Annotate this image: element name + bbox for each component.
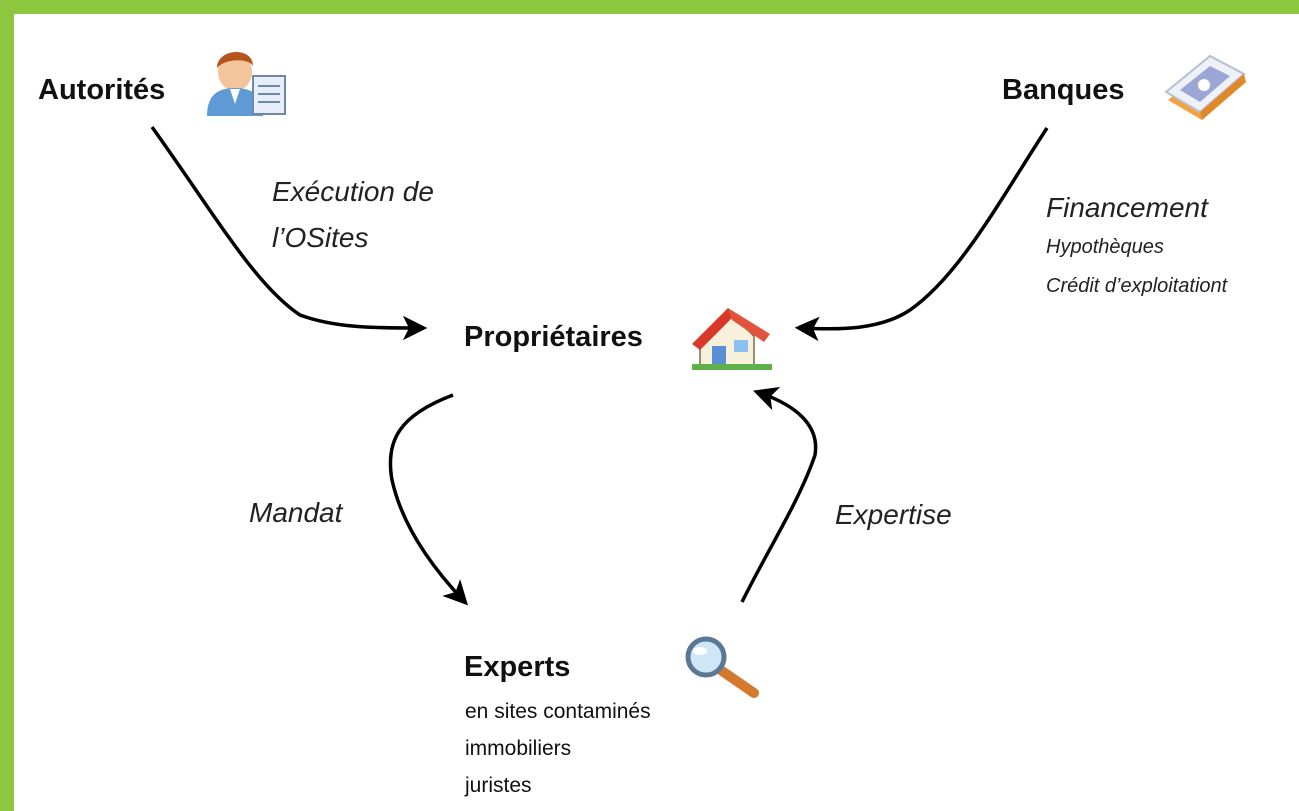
edge-label-financement: Financement: [1046, 192, 1208, 223]
financement-detail-2: Crédit d’exploitationt: [1046, 275, 1228, 297]
magnifying-glass-icon: [685, 636, 759, 698]
experts-detail-1: en sites contaminés: [465, 700, 651, 723]
arrow-experts-to-proprietaires: [740, 386, 818, 603]
financement-detail-1: Hypothèques: [1046, 236, 1164, 258]
experts-detail-2: immobiliers: [465, 737, 572, 760]
arrow-proprietaires-to-experts: [388, 393, 469, 606]
edge-label-execution-line-2: l’OSites: [272, 222, 369, 253]
diagram-canvas: [14, 14, 1299, 811]
experts-detail-3: juristes: [465, 774, 532, 797]
arrow-autorites-to-proprietaires: [150, 125, 428, 341]
arrow-banques-to-proprietaires: [794, 127, 1049, 342]
edge-label-expertise: Expertise: [835, 499, 952, 530]
banknote-bundle-icon: [1164, 54, 1246, 120]
node-banques-label: Banques: [1002, 74, 1125, 106]
officer-with-document-icon: [207, 51, 286, 116]
node-proprietaires-label: Propriétaires: [464, 321, 643, 353]
house-icon: [692, 308, 772, 370]
node-autorites-label: Autorités: [38, 74, 166, 106]
edge-label-execution-line-1: Exécution de: [272, 176, 434, 207]
node-experts-label: Experts: [464, 651, 571, 683]
edge-label-mandat: Mandat: [249, 497, 343, 528]
